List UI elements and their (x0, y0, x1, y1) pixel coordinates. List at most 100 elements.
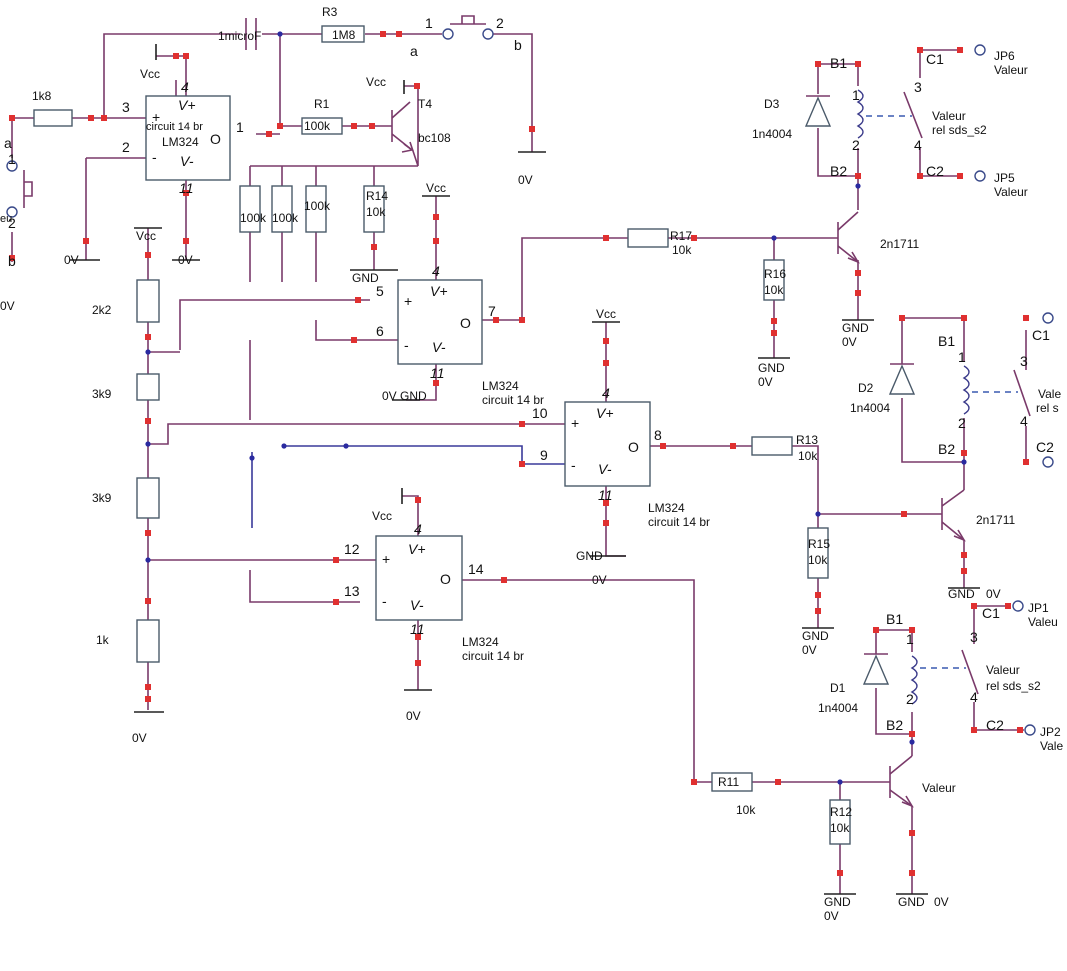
label-vcc-u4: Vcc (372, 509, 392, 523)
label-relay-bot-valeur: Valeur (986, 663, 1020, 677)
relays (856, 89, 1031, 705)
label-q-bot-type: Valeur (922, 781, 956, 795)
label-sw-bot-pin3: 3 (970, 629, 978, 645)
label-u1-vplus: V+ (178, 97, 196, 113)
label-r16: R16 (764, 267, 786, 281)
label-0v-divider: 0V (132, 731, 147, 745)
resistor-1k (136, 619, 160, 663)
resistor-r11 (711, 772, 753, 792)
label-u4-pin11: 11 (410, 621, 425, 637)
label-pin-2-top: 2 (496, 15, 504, 31)
label-jp2: JP2 (1040, 725, 1061, 739)
label-r1-value: 100k (304, 119, 331, 133)
label-relay-mid-type-cut: rel s (1036, 401, 1059, 415)
label-gnd-r12: GND (824, 895, 851, 909)
label-u2-pin4: 4 (432, 263, 440, 279)
label-u3-plus: + (571, 415, 579, 431)
label-jp1-value-cut: Valeu (1028, 615, 1058, 629)
label-relay-top-type: rel sds_s2 (932, 123, 987, 137)
label-u4-pin13: 13 (344, 583, 360, 599)
label-b-top: b (514, 37, 522, 53)
label-b1-bot: B1 (886, 611, 903, 627)
label-r15-value: 10k (808, 553, 828, 567)
label-b2-top: B2 (830, 163, 847, 179)
label-r17: R17 (670, 229, 692, 243)
jumper-rings (974, 44, 1054, 736)
label-capacitor: 1microF (218, 29, 261, 43)
label-0v-left: 0V (0, 299, 15, 313)
label-u3-pin11: 11 (598, 487, 613, 503)
diode-d2 (888, 363, 916, 395)
label-r13-value: 10k (798, 449, 818, 463)
label-gnd-q-mid: GND (948, 587, 975, 601)
label-u1-plus: + (152, 109, 160, 125)
label-sw-top-pin3: 3 (914, 79, 922, 95)
resistor-r12 (829, 799, 851, 845)
label-d1-type: 1n4004 (818, 701, 858, 715)
label-b-left: b (8, 253, 16, 269)
label-coil-top-pin2: 2 (852, 137, 860, 153)
label-u1-sub: circuit 14 br (146, 121, 203, 133)
opamps (145, 95, 651, 621)
opamp-u2 (397, 279, 483, 365)
label-q-mid-type: 2n1711 (976, 513, 1015, 527)
label-100k-b: 100k (272, 211, 299, 225)
label-c1-top: C1 (926, 51, 944, 67)
label-c2-bot: C2 (986, 717, 1004, 733)
label-u4-pin14: 14 (468, 561, 484, 577)
label-relay-bot-type: rel sds_s2 (986, 679, 1041, 693)
resistor-100k-c (305, 185, 327, 233)
resistor-3k9-b (136, 477, 160, 519)
label-u4-chip: LM324 (462, 635, 499, 649)
label-r16-value: 10k (764, 283, 784, 297)
label-pin-1-top: 1 (425, 15, 433, 31)
label-0v-q-mid: 0V (986, 587, 1001, 601)
switches (6, 15, 494, 218)
label-u2-vplus: V+ (430, 283, 448, 299)
label-r3-value: 1M8 (332, 28, 356, 42)
label-r14: R14 (366, 189, 388, 203)
transistor-q-top (837, 211, 860, 264)
label-pin-2-left: 2 (8, 215, 16, 231)
label-u4-plus: + (382, 551, 390, 567)
label-u3-vplus: V+ (596, 405, 614, 421)
ground-symbols (70, 44, 980, 895)
label-gnd-q-top: GND (842, 321, 869, 335)
label-vcc-u3: Vcc (596, 307, 616, 321)
opamp-u3 (564, 401, 651, 487)
label-100k-c: 100k (304, 199, 331, 213)
relay-coil-top (856, 89, 864, 139)
label-a-left: a (4, 135, 12, 151)
pads (9, 31, 1029, 876)
label-u2-pin11: 11 (430, 365, 445, 381)
label-0v-r16: 0V (758, 375, 773, 389)
label-jp5: JP5 (994, 171, 1015, 185)
label-relay-top-valeur: Valeur (932, 109, 966, 123)
label-0v-u2: 0V (382, 389, 397, 403)
label-gnd-r16: GND (758, 361, 785, 375)
resistor-r3 (321, 25, 365, 43)
resistor-2k2 (136, 279, 160, 323)
label-jp5-value: Valeur (994, 185, 1028, 199)
label-t4: T4 (418, 97, 432, 111)
label-u2-chip: LM324 (482, 379, 519, 393)
label-u1-chip: LM324 (162, 135, 199, 149)
label-u2-minus: - (404, 337, 409, 353)
resistor-r16 (763, 259, 785, 301)
label-u1-pin1: 1 (236, 119, 244, 135)
label-c2-top: C2 (926, 163, 944, 179)
label-u2-sub: circuit 14 br (482, 393, 544, 407)
label-jp6: JP6 (994, 49, 1015, 63)
label-r1: R1 (314, 97, 330, 111)
diode-d3 (804, 95, 832, 127)
label-pin-1-left: 1 (8, 151, 16, 167)
label-r14-value: 10k (366, 205, 386, 219)
label-eu-cut: eu (0, 213, 12, 225)
label-sw-bot-pin4: 4 (970, 689, 978, 705)
label-2k2: 2k2 (92, 303, 112, 317)
label-u2-plus: + (404, 293, 412, 309)
label-0v-top: 0V (518, 173, 533, 187)
label-vcc-t4: Vcc (366, 75, 386, 89)
opamp-u1 (145, 95, 231, 181)
resistor-r14 (363, 185, 385, 233)
